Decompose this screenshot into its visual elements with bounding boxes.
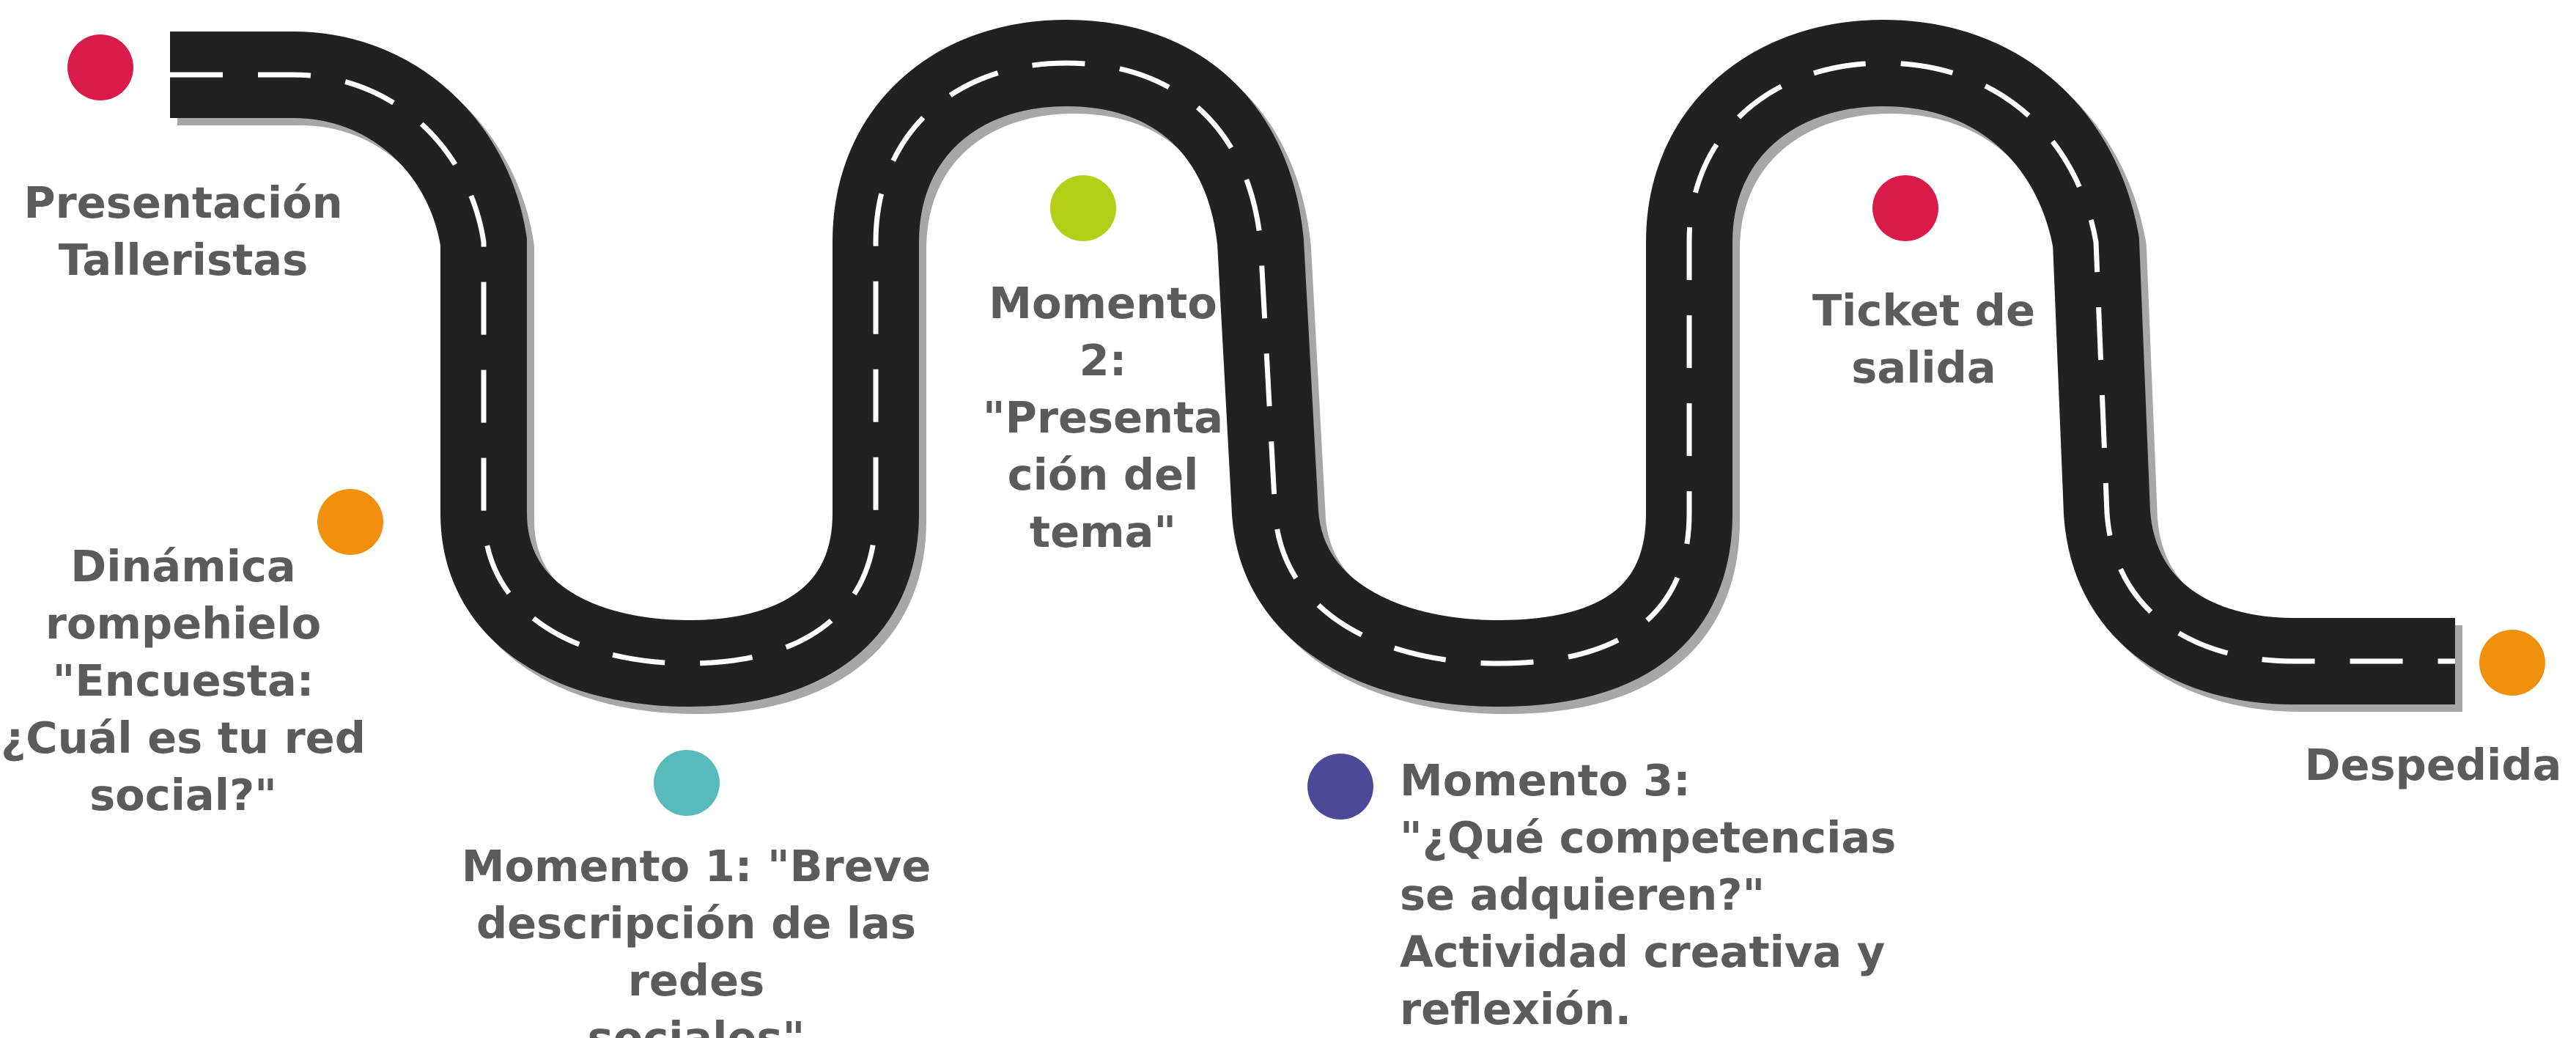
stop-marker-presentacion	[67, 34, 133, 100]
stop-label-momento1: Momento 1: "Breve descripción de las red…	[461, 841, 931, 1038]
stop-label-momento3: Momento 3: "¿Qué competencias se adquier…	[1400, 755, 1897, 1034]
stop-label-ticket: Ticket de salida	[1812, 285, 2036, 393]
stop-label-dinamica: Dinámica rompehielo "Encuesta: ¿Cuál es …	[1, 541, 366, 820]
stop-label-momento2: Momento 2: "Presenta ción del tema"	[982, 278, 1224, 557]
stop-marker-momento1	[654, 750, 720, 816]
stop-marker-dinamica	[317, 489, 383, 555]
stop-marker-momento2	[1050, 175, 1116, 241]
stop-marker-ticket	[1872, 175, 1938, 241]
stop-marker-despedida	[2479, 630, 2545, 696]
road-lane-markings	[170, 60, 2455, 666]
stop-label-presentacion: Presentación Talleristas	[23, 177, 343, 285]
stop-marker-momento3	[1307, 754, 1373, 820]
stop-label-despedida: Despedida	[2304, 740, 2562, 790]
